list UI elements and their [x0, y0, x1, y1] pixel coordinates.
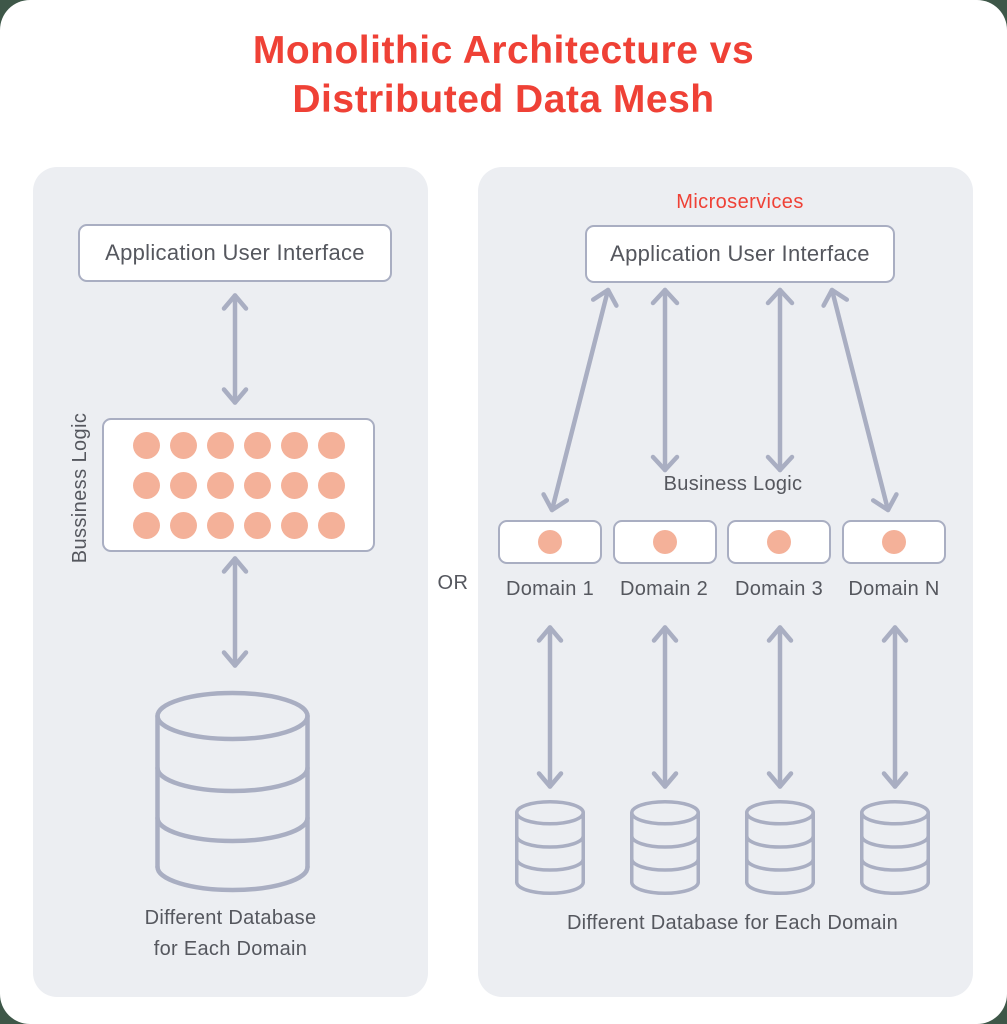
business-logic-box: [102, 418, 375, 552]
or-divider-label: OR: [437, 572, 469, 594]
domain-label-2: Domain 2: [620, 578, 708, 600]
logic-dot: [169, 471, 197, 499]
logic-dot: [169, 511, 197, 539]
logic-dot: [243, 511, 271, 539]
domain-n-bidirectional-arrow-icon: [881, 625, 909, 789]
domain-1-service-dot: [538, 530, 562, 554]
logic-dot: [206, 431, 234, 459]
right-app-ui-box: Application User Interface: [585, 225, 895, 283]
left-business-logic-label: Bussiness Logic: [69, 412, 91, 564]
logic-dot: [132, 431, 160, 459]
domain-3-database-icon: [745, 800, 815, 895]
logic-dot: [280, 431, 308, 459]
microservices-heading: Microservices: [676, 191, 804, 213]
data-mesh-panel: Microservices Application User Interface: [478, 167, 973, 997]
left-app-ui-label: Application User Interface: [105, 240, 365, 265]
logic-dot: [243, 431, 271, 459]
left-database-caption-line2: for Each Domain: [153, 938, 308, 960]
logic-dot: [317, 431, 345, 459]
logic-dot: [206, 471, 234, 499]
domain-2-service-dot: [653, 530, 677, 554]
page-title-line1: Monolithic Architecture vs: [252, 29, 755, 72]
domain-box-1: [498, 520, 602, 564]
domain-1-database-icon: [515, 800, 585, 895]
page-title: Monolithic Architecture vs Distributed D…: [0, 26, 1007, 124]
left-bottom-bidirectional-arrow-icon: [221, 556, 249, 668]
domain-3-bidirectional-arrow-icon: [766, 625, 794, 789]
domain-box-3: [727, 520, 831, 564]
domain-label-3: Domain 3: [735, 578, 823, 600]
domain-n-database-icon: [860, 800, 930, 895]
monolith-database-icon: [155, 690, 310, 893]
left-top-bidirectional-arrow-icon: [221, 293, 249, 405]
domain-label-n: Domain N: [848, 578, 940, 600]
logic-dot: [317, 511, 345, 539]
domain-n-service-dot: [882, 530, 906, 554]
domain-3-service-dot: [767, 530, 791, 554]
domain-label-1: Domain 1: [506, 578, 594, 600]
page-title-line2: Distributed Data Mesh: [292, 78, 715, 121]
right-app-ui-label: Application User Interface: [610, 241, 870, 266]
left-app-ui-box: Application User Interface: [78, 224, 392, 282]
domain-2-database-icon: [630, 800, 700, 895]
logic-dot: [280, 511, 308, 539]
monolithic-panel: Application User Interface Bussiness Log…: [33, 167, 428, 997]
logic-dot: [280, 471, 308, 499]
domain-1-bidirectional-arrow-icon: [536, 625, 564, 789]
fan-bidirectional-arrows-icon: [541, 287, 899, 513]
right-database-caption: Different Database for Each Domain: [566, 912, 899, 934]
left-database-caption-line1: Different Database: [144, 907, 317, 929]
logic-dot: [132, 471, 160, 499]
right-business-logic-label: Business Logic: [663, 473, 803, 495]
logic-dot: [169, 431, 197, 459]
domain-2-bidirectional-arrow-icon: [651, 625, 679, 789]
logic-dot: [206, 511, 234, 539]
domain-box-n: [842, 520, 946, 564]
left-database-caption: Different Database for Each Domain: [33, 903, 428, 965]
domain-box-2: [613, 520, 717, 564]
logic-dot: [317, 471, 345, 499]
logic-dot: [132, 511, 160, 539]
logic-dot: [243, 471, 271, 499]
